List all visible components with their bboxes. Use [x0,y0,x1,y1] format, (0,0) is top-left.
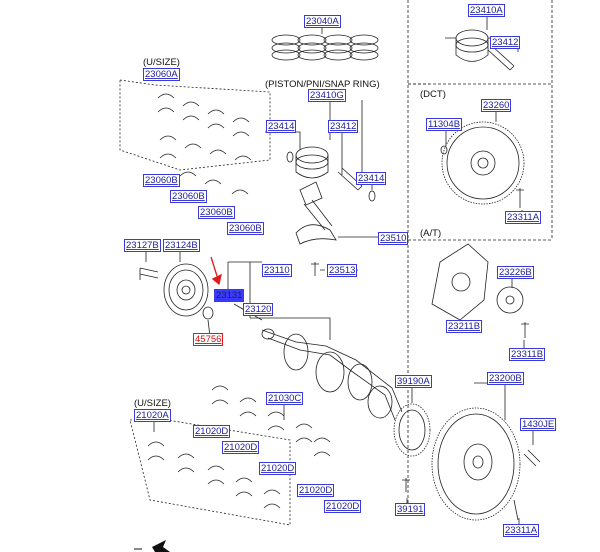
part-21020D-5[interactable]: 21020D [324,500,362,513]
manual-flywheel-drawing [393,403,541,521]
part-39190A[interactable]: 39190A [395,375,432,388]
part-23040A[interactable]: 23040A [304,15,341,28]
usize-label-bottom: (U/SIZE) [134,398,171,409]
part-23412-b[interactable]: 23412 [328,120,359,133]
part-21020D-2[interactable]: 21020D [222,441,260,454]
part-23311A-bottom[interactable]: 23311A [503,524,540,537]
piston-rod-drawing [286,146,376,276]
at-label: (A/T) [420,228,442,239]
usize-label-top: (U/SIZE) [143,57,180,68]
dct-label: (DCT) [420,89,446,100]
part-23412-top[interactable]: 23412 [490,36,521,49]
part-23414-b[interactable]: 23414 [356,172,387,185]
part-23311A-top[interactable]: 23311A [505,211,542,224]
lower-bearing-shells [147,385,331,509]
part-23513[interactable]: 23513 [327,264,358,277]
part-23200B[interactable]: 23200B [487,372,524,385]
dct-box-top-edge [408,83,553,240]
at-drive-plate-drawing [431,243,529,338]
part-21020D-1[interactable]: 21020D [193,425,231,438]
part-1430JE[interactable]: 1430JE [520,418,557,431]
crankshaft-drawing [261,328,403,421]
part-23060B-2[interactable]: 23060B [170,190,207,203]
part-21020D-4[interactable]: 21020D [297,484,335,497]
part-23060A[interactable]: 23060A [143,68,180,81]
part-23131[interactable]: 23131 [214,289,245,302]
part-23311B[interactable]: 23311B [509,348,546,361]
piston-group-label: (PISTON/PNI/SNAP RING) [265,79,380,90]
part-23127B[interactable]: 23127B [124,239,161,252]
part-23510[interactable]: 23510 [378,232,409,245]
part-39191[interactable]: 39191 [395,503,426,516]
part-23120[interactable]: 23120 [243,303,274,316]
crank-pulley-drawing [139,263,214,320]
part-23410A[interactable]: 23410A [468,4,505,17]
part-21020A[interactable]: 21020A [134,409,171,422]
part-23211B[interactable]: 23211B [446,320,483,333]
part-23414-a[interactable]: 23414 [266,120,297,133]
upper-bearing-shells [157,93,252,195]
part-23124B[interactable]: 23124B [163,239,200,252]
cursor-arrow-icon [134,540,170,552]
part-21030C[interactable]: 21030C [266,392,304,405]
part-23110[interactable]: 23110 [262,264,292,277]
part-21020D-3[interactable]: 21020D [259,462,297,475]
dct-flywheel-drawing [440,121,525,208]
red-pointer-arrow [210,256,222,286]
part-23260[interactable]: 23260 [481,99,512,112]
part-23226B[interactable]: 23226B [497,266,534,279]
part-23060B-3[interactable]: 23060B [198,206,235,219]
part-23060B-1[interactable]: 23060B [143,174,180,187]
part-23060B-4[interactable]: 23060B [227,222,264,235]
part-45756[interactable]: 45756 [193,333,224,346]
part-11304B[interactable]: 11304B [426,118,463,131]
upper-bearing-box [119,79,271,171]
piston-rings-drawing [271,34,379,61]
piston-assy-drawing [445,29,515,71]
part-23410G[interactable]: 23410G [308,89,346,102]
